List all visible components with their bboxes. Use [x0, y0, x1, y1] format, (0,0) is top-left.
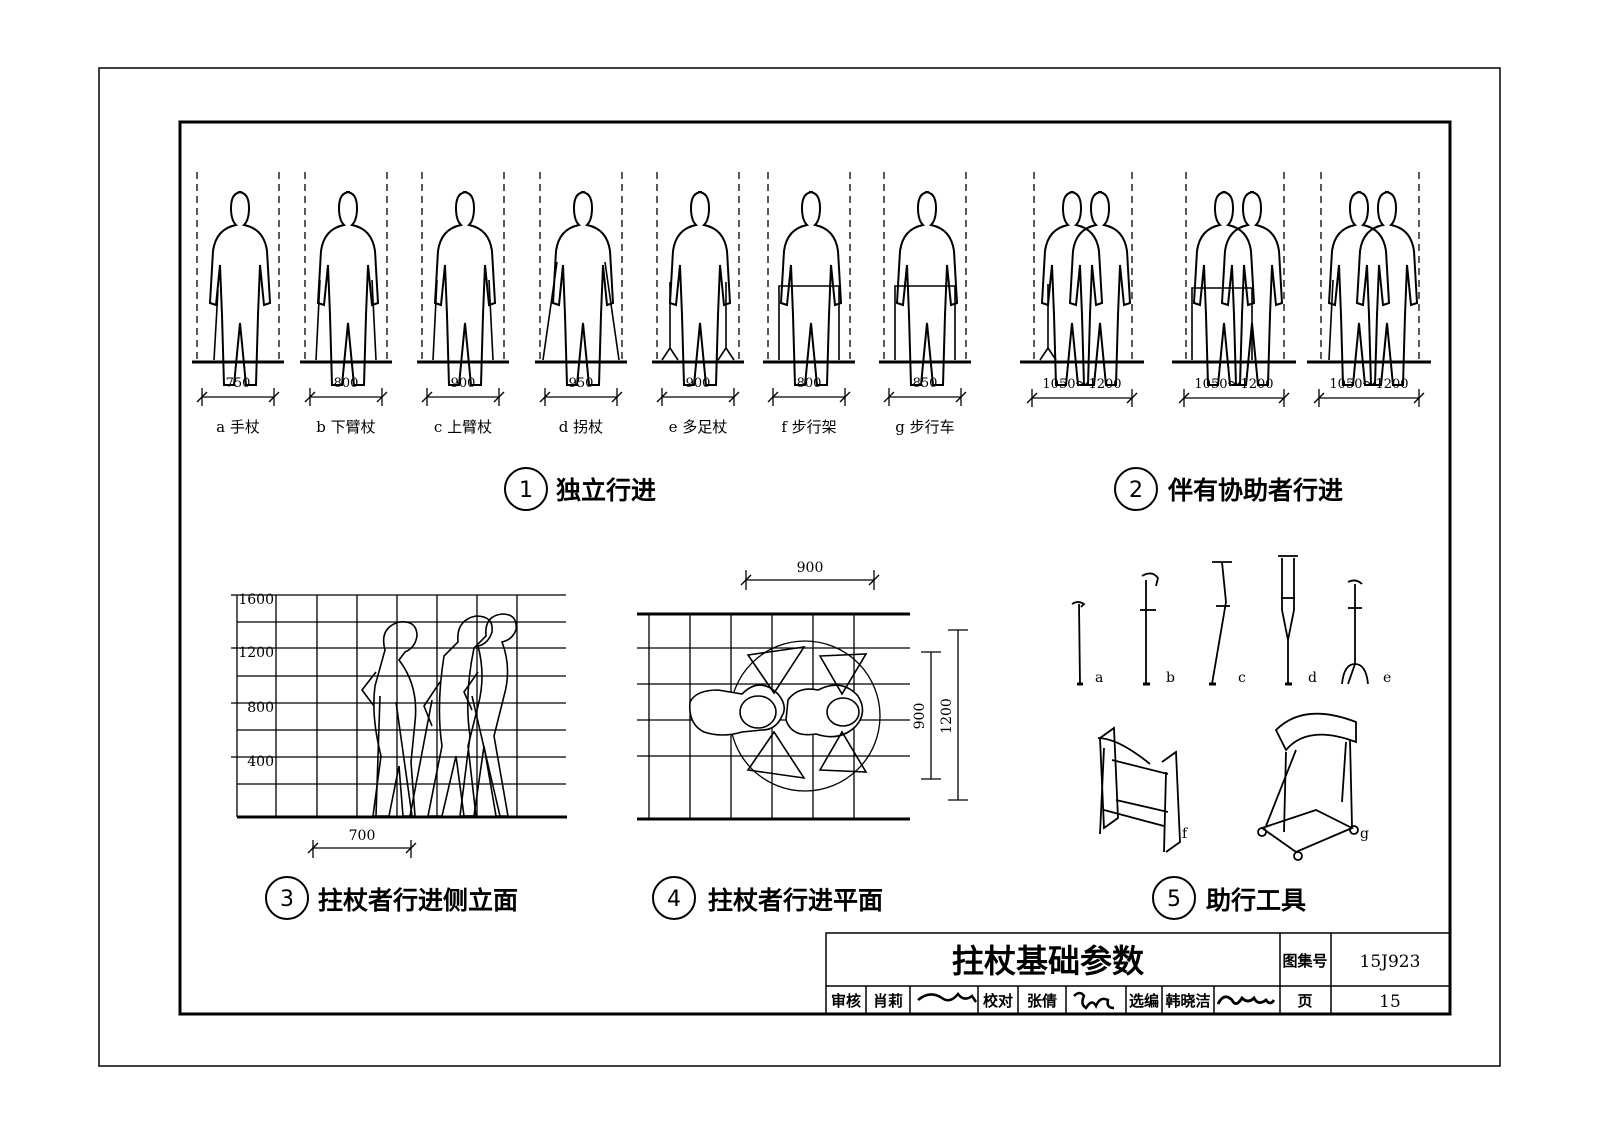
walker-g: 850 g 步行车	[879, 172, 971, 436]
section-title: 助行工具	[1206, 886, 1306, 915]
tool-label-d: d	[1308, 670, 1317, 686]
section-number: 1	[519, 478, 533, 503]
inner-frame	[178, 120, 1452, 1016]
plan-walkers	[688, 645, 868, 780]
check-name: 张倩	[1027, 992, 1057, 1010]
tool-label-c: c	[1238, 670, 1246, 686]
plan-dim-outer: 1200	[939, 698, 955, 734]
width-dimension: 1050～1200	[1194, 377, 1273, 392]
check-label: 校对	[983, 992, 1013, 1010]
walking-frame-f	[1097, 726, 1181, 853]
tool-label-g: g	[1360, 826, 1369, 842]
aid-caption: d 拐杖	[559, 418, 603, 436]
width-dimension: 950	[569, 376, 594, 391]
tool-label-b: b	[1166, 670, 1175, 686]
section-3-label: 3 拄杖者行进侧立面	[265, 876, 518, 920]
review-signature	[917, 991, 978, 1003]
title-block	[825, 932, 1451, 1015]
side-walkers	[360, 613, 518, 817]
width-dimension: 1050～1200	[1329, 377, 1408, 392]
width-dimension: 800	[797, 376, 822, 391]
plan-dim-inner: 900	[912, 703, 928, 730]
design-label: 选编	[1129, 992, 1159, 1010]
walker-a: 750 a 手杖	[192, 172, 284, 436]
walker-c: 900 c 上臂杖	[417, 172, 509, 436]
section-number: 3	[280, 887, 294, 912]
elevation-grid	[231, 594, 566, 817]
section-1-label: 1 独立行进	[504, 467, 656, 511]
design-signature	[1216, 995, 1276, 1005]
aid-caption: f 步行架	[781, 418, 836, 436]
section-4-label: 4 拄杖者行进平面	[652, 876, 883, 920]
assisted-walker-2: 1050～1200	[1172, 172, 1296, 407]
atlas-label: 图集号	[1282, 952, 1327, 970]
walker-e: 900 e 多足杖	[652, 172, 744, 436]
aid-caption: c 上臂杖	[434, 418, 492, 436]
assisted-walker-1: 1050～1200	[1020, 172, 1144, 407]
section-title: 独立行进	[556, 476, 656, 505]
section-title: 拄杖者行进侧立面	[318, 886, 518, 915]
atlas-number: 15J923	[1360, 952, 1421, 972]
aid-caption: g 步行车	[895, 418, 954, 436]
section-number: 5	[1167, 887, 1181, 912]
elevation-dim-700: 700	[349, 828, 376, 844]
cane-a	[1071, 601, 1086, 686]
width-dimension: 1050～1200	[1042, 377, 1121, 392]
walker-d: 950 d 拐杖	[535, 172, 627, 436]
width-dimension: 750	[226, 376, 251, 391]
width-dimension: 800	[334, 376, 359, 391]
walker-f: 800 f 步行架	[763, 172, 855, 436]
plan-dim-top: 900	[797, 560, 824, 576]
walker-b: 800 b 下臂杖	[300, 172, 392, 436]
section-2-label: 2 伴有协助者行进	[1114, 467, 1343, 511]
elevation-diagram: 1600 1200 800 400 700	[231, 592, 567, 858]
underarm-crutch-d	[1278, 555, 1298, 686]
quad-cane-e	[1341, 579, 1369, 685]
drawing-title: 拄杖基础参数	[952, 942, 1145, 980]
walking-figures-row: 750 a 手杖 800 b 下臂杖 900 c 上臂杖 950 d 拐杖 900 e 多足杖 80…	[192, 172, 1431, 436]
plan-diagram: 900 900 1200	[637, 560, 968, 821]
review-name: 肖莉	[873, 992, 903, 1010]
page-number: 15	[1379, 992, 1401, 1012]
section-number: 2	[1129, 478, 1143, 503]
elbow-crutch-c	[1209, 561, 1232, 686]
page-label: 页	[1297, 992, 1312, 1010]
section-number: 4	[667, 887, 681, 912]
assisted-walker-3: 1050～1200	[1307, 172, 1431, 407]
width-dimension: 900	[686, 376, 711, 391]
aid-caption: e 多足杖	[669, 418, 728, 436]
aid-caption: b 下臂杖	[316, 418, 375, 436]
width-dimension: 900	[451, 376, 476, 391]
y-tick-1600: 1600	[238, 592, 274, 608]
check-signature	[1073, 991, 1115, 1010]
outer-frame	[98, 67, 1501, 1067]
section-title: 拄杖者行进平面	[708, 886, 883, 915]
tool-label-e: e	[1383, 670, 1391, 686]
walking-aid-labels: a b c d e f g	[1095, 670, 1391, 842]
aid-caption: a 手杖	[216, 418, 260, 436]
tool-label-f: f	[1182, 826, 1189, 842]
y-tick-400: 400	[247, 754, 274, 770]
y-tick-800: 800	[247, 700, 274, 716]
tool-label-a: a	[1095, 670, 1103, 686]
y-tick-1200: 1200	[238, 645, 274, 661]
walking-aids	[1071, 555, 1369, 861]
section-5-label: 5 助行工具	[1152, 876, 1306, 920]
rollator-g	[1257, 712, 1359, 861]
forearm-crutch-b	[1140, 572, 1159, 686]
width-dimension: 850	[913, 376, 938, 391]
review-label: 审核	[831, 992, 861, 1010]
design-name: 韩晓洁	[1165, 992, 1210, 1010]
section-title: 伴有协助者行进	[1167, 476, 1343, 505]
